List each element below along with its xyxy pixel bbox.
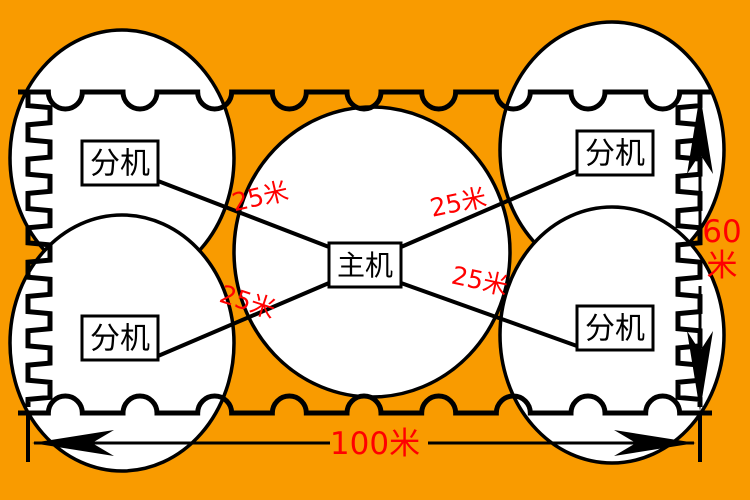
boundary-wall-bottom xyxy=(18,393,712,416)
connection-link-top-left xyxy=(157,179,330,249)
boundary-wall-right xyxy=(675,92,703,407)
extension-top-right[interactable]: 分机 xyxy=(575,129,655,177)
boundary-wall-top xyxy=(18,89,712,112)
extension-top-left[interactable]: 分机 xyxy=(80,139,160,187)
dimension-width-text: 100米 xyxy=(330,426,420,462)
connection-link-bottom-left xyxy=(157,281,330,358)
dimension-width-graphic xyxy=(26,415,702,462)
extension-top-right-label: 分机 xyxy=(585,137,645,172)
host-box[interactable]: 主机 xyxy=(327,241,403,289)
extension-top-left-label: 分机 xyxy=(90,147,150,182)
connection-links-group xyxy=(157,169,578,358)
connection-link-bottom-right xyxy=(400,281,578,348)
boundary-wall-left xyxy=(25,92,53,407)
site-boundary-group xyxy=(18,89,712,416)
extension-bottom-left-label: 分机 xyxy=(90,322,150,357)
host-box-label: 主机 xyxy=(337,249,393,282)
equipment-boxes-group: 分机分机分机分机主机 xyxy=(80,129,655,362)
dimension-height-graphic xyxy=(687,94,713,411)
extension-bottom-right[interactable]: 分机 xyxy=(575,304,655,352)
dimension-height-text-unit: 米 xyxy=(707,248,738,284)
dimension-lines-group xyxy=(26,94,713,462)
extension-bottom-left[interactable]: 分机 xyxy=(80,314,160,362)
dimension-height-text-value: 60 xyxy=(702,214,741,250)
extension-bottom-right-label: 分机 xyxy=(585,312,645,347)
connection-link-top-right xyxy=(400,169,578,249)
